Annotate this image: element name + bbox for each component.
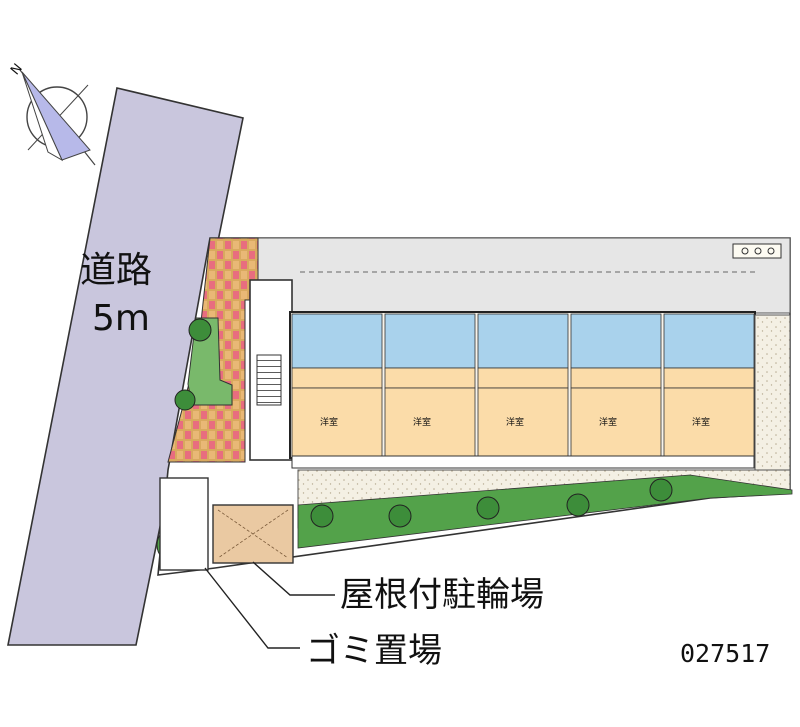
unit-2-room-type: 洋室 — [413, 416, 431, 428]
property-code: 027517 — [680, 639, 770, 668]
unit-1: 洋室 — [291, 313, 383, 457]
garbage-area-label: ゴミ置場 — [306, 631, 442, 671]
shrub — [566, 493, 590, 517]
unit-3: 洋室 — [477, 313, 569, 457]
unit-1-room-type: 洋室 — [320, 416, 338, 428]
road-width-label: 5m — [92, 298, 150, 339]
bike-shed-leader — [252, 561, 335, 596]
side-gravel — [754, 314, 791, 471]
shrub — [476, 496, 500, 520]
unit-row: 洋室 洋室 洋室 洋室 洋室 — [291, 313, 755, 457]
unit-4: 洋室 — [570, 313, 662, 457]
staircase — [256, 354, 282, 406]
compass-icon: N — [8, 61, 96, 166]
unit-5-room-type: 洋室 — [692, 416, 710, 428]
unit-2: 洋室 — [384, 313, 476, 457]
road-name-label: 道路 — [80, 250, 152, 291]
road — [7, 87, 244, 646]
shrub — [649, 478, 673, 502]
rear-yard — [257, 237, 791, 314]
shrub — [188, 318, 212, 342]
unit-4-room-type: 洋室 — [599, 416, 617, 428]
shrub — [388, 504, 412, 528]
unit-5: 洋室 — [663, 313, 755, 457]
bike-parking-label: 屋根付駐輪場 — [340, 575, 544, 615]
shrub — [174, 389, 196, 411]
unit-3-room-type: 洋室 — [506, 416, 524, 428]
balcony — [291, 455, 755, 469]
garbage-area — [159, 477, 209, 571]
shrub — [310, 504, 334, 528]
garbage-leader — [204, 567, 300, 649]
